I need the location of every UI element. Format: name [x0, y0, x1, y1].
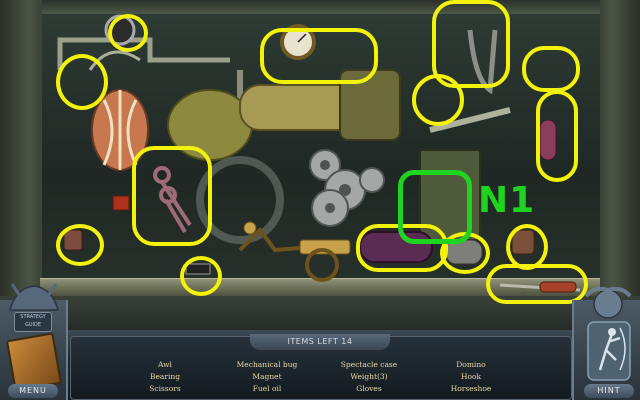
- hotspot-gauge-tools[interactable]: [260, 28, 378, 84]
- cabinet-right-frame: [600, 0, 640, 330]
- items-left-counter: ITEMS LEFT 14: [250, 334, 390, 350]
- hotspot-hook-top[interactable]: [432, 0, 510, 88]
- item-fuel-oil[interactable]: Fuel oil: [252, 384, 282, 393]
- items-left-label: ITEMS LEFT: [287, 337, 339, 346]
- hotspot-oil-can[interactable]: [412, 74, 464, 126]
- gargoyle-icon: [9, 283, 59, 311]
- item-gloves[interactable]: Gloves: [356, 384, 382, 393]
- scissors-sketch: [153, 166, 192, 234]
- item-domino[interactable]: Domino: [456, 360, 486, 369]
- hotspot-horseshoe[interactable]: [56, 54, 108, 110]
- pipe-top: [57, 37, 230, 70]
- item-magnet[interactable]: Magnet: [252, 372, 282, 381]
- hotspot-scissors[interactable]: [132, 146, 212, 246]
- item-bearing[interactable]: Bearing: [149, 372, 181, 381]
- golden-chariot: [238, 221, 351, 282]
- hotspot-awl[interactable]: [486, 264, 588, 304]
- n1-label: N1: [478, 180, 536, 221]
- archer-hint-icon[interactable]: [586, 320, 632, 382]
- hotspot-domino[interactable]: [180, 256, 222, 296]
- hint-button[interactable]: HINT: [584, 384, 634, 398]
- cabinet-left-frame: [0, 0, 42, 330]
- item-spectacle-case[interactable]: Spectacle case: [340, 360, 398, 369]
- menu-button[interactable]: MENU: [8, 384, 58, 398]
- hotspot-jar-left[interactable]: [56, 224, 104, 266]
- item-awl[interactable]: Awl: [158, 360, 172, 369]
- item-weight[interactable]: Weight(3): [350, 372, 388, 381]
- n1-highlight-box: [398, 170, 472, 244]
- items-left-count: 14: [341, 337, 353, 346]
- hotspot-weight-right[interactable]: [536, 90, 578, 182]
- item-mechanical-bug[interactable]: Mechanical bug: [236, 360, 298, 369]
- hotspot-bug-top-right[interactable]: [522, 46, 580, 92]
- journal-book-icon[interactable]: [5, 332, 63, 392]
- item-list: Awl Mechanical bug Spectacle case Domino…: [110, 356, 530, 396]
- strategy-guide-button[interactable]: STRATEGY GUIDE: [14, 312, 52, 332]
- medusa-face-icon: [584, 286, 632, 319]
- item-hook[interactable]: Hook: [460, 372, 482, 381]
- hotspot-bearing[interactable]: [108, 14, 148, 52]
- hotspot-weight-shelf[interactable]: [506, 224, 548, 270]
- item-horseshoe[interactable]: Horseshoe: [450, 384, 492, 393]
- item-scissors[interactable]: Scissors: [149, 384, 181, 393]
